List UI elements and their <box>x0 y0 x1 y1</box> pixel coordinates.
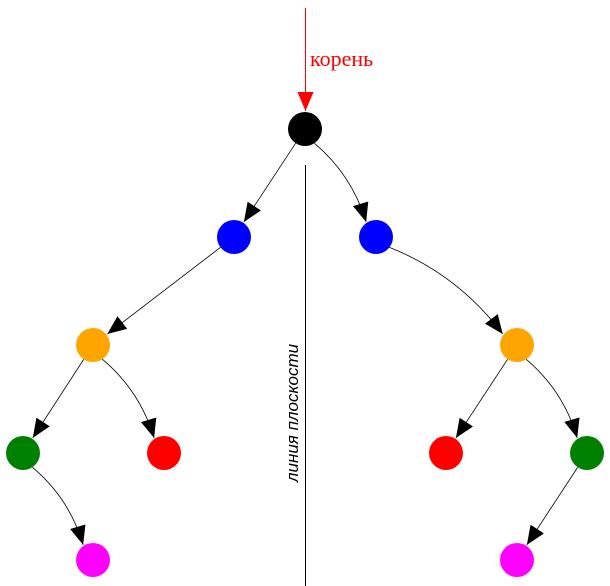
node-left-red <box>147 436 181 470</box>
edge-left-blue-to-left-orange <box>107 247 221 335</box>
edge-right-blue-to-right-orange <box>389 246 504 335</box>
root-label: корень <box>310 46 373 71</box>
edge-right-orange-to-right-red <box>455 358 508 439</box>
node-root <box>288 112 322 146</box>
edge-left-orange-to-left-red <box>102 358 157 439</box>
edge-root-to-right-blue <box>314 142 369 223</box>
node-right-orange <box>500 328 534 362</box>
tree-edges <box>32 142 580 546</box>
edge-root-to-left-blue <box>243 142 296 223</box>
node-right-red <box>429 436 463 470</box>
node-right-magenta <box>500 543 534 577</box>
edge-right-green-to-right-magenta <box>526 467 579 546</box>
node-left-green <box>6 436 40 470</box>
node-right-blue <box>359 220 393 254</box>
node-left-magenta <box>76 543 110 577</box>
edge-left-green-to-left-magenta <box>32 466 86 546</box>
edge-left-orange-to-left-green <box>32 359 85 439</box>
edge-right-orange-to-right-green <box>525 358 580 439</box>
node-left-orange <box>76 328 110 362</box>
plane-label: линия плоскости <box>283 343 302 483</box>
node-left-blue <box>217 220 251 254</box>
tree-nodes <box>6 112 604 577</box>
node-right-green <box>570 436 604 470</box>
